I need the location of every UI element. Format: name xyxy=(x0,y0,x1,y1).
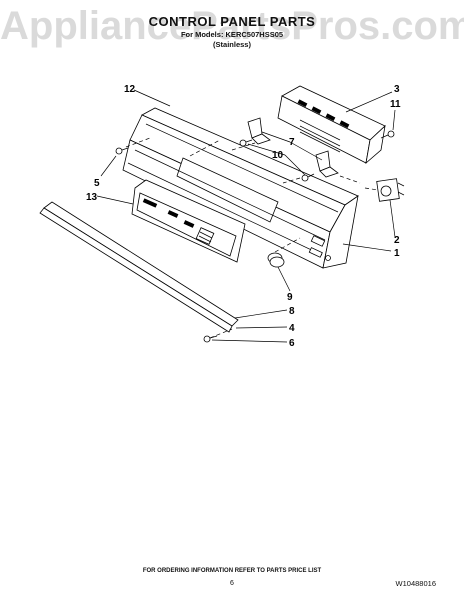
callout-12: 12 xyxy=(124,84,136,95)
control-knob[interactable] xyxy=(267,252,285,268)
infinite-switch[interactable] xyxy=(376,178,405,202)
callout-4: 4 xyxy=(289,323,295,334)
ordering-note: FOR ORDERING INFORMATION REFER TO PARTS … xyxy=(142,568,322,574)
page-number: 6 xyxy=(230,580,234,587)
callout-6: 6 xyxy=(289,338,295,349)
assembly-guide-lines xyxy=(125,137,379,339)
page-title: CONTROL PANEL PARTS xyxy=(148,14,316,29)
mounting-bracket-right[interactable] xyxy=(315,150,339,178)
screw-6[interactable] xyxy=(203,335,218,343)
callout-11: 11 xyxy=(390,99,401,110)
control-board[interactable] xyxy=(277,85,386,165)
variant-line: (Stainless) xyxy=(213,40,251,49)
callout-10: 10 xyxy=(272,150,284,161)
callout-1: 1 xyxy=(394,248,400,259)
callout-2: 2 xyxy=(394,235,400,246)
callout-13: 13 xyxy=(86,192,98,203)
screw-11[interactable] xyxy=(380,130,395,139)
callout-7: 7 xyxy=(289,137,295,148)
touch-control-overlay[interactable] xyxy=(131,179,246,263)
mounting-bracket-left[interactable] xyxy=(247,117,271,145)
model-line: For Models: KERC507HSS05 xyxy=(180,30,284,39)
model-subtitle: For Models: KERC507HSS05 (Stainless) xyxy=(0,30,464,50)
leader-lines xyxy=(96,89,396,343)
document-code: W10488016 xyxy=(395,579,436,588)
callout-3: 3 xyxy=(394,84,400,95)
callout-8: 8 xyxy=(289,306,295,317)
callout-9: 9 xyxy=(287,292,293,303)
trim-strip[interactable] xyxy=(39,201,239,333)
screw-10a[interactable] xyxy=(239,139,253,147)
screw-5[interactable] xyxy=(115,147,129,155)
callout-5: 5 xyxy=(94,178,100,189)
